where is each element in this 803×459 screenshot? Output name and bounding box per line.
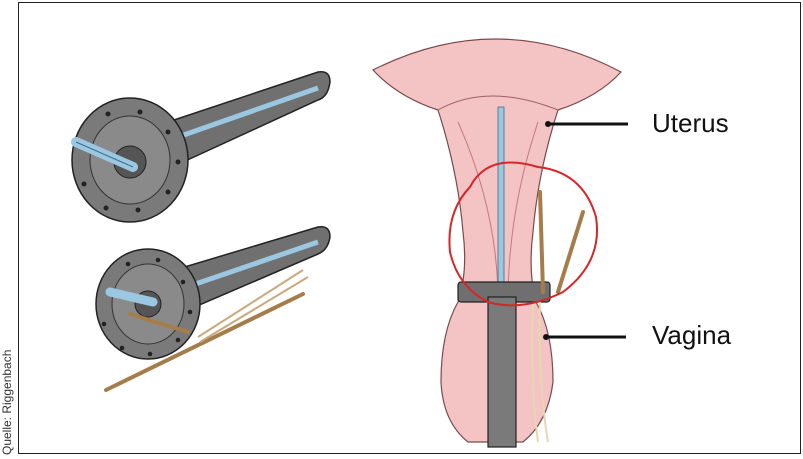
anatomy (373, 39, 621, 447)
source-credit: Quelle: Riggenbach (0, 350, 14, 459)
illustration (18, 2, 801, 454)
uterus-label: Uterus (652, 108, 729, 139)
vagina-label: Vagina (652, 320, 731, 351)
applicator-top (72, 72, 330, 222)
applicator-bottom (96, 227, 330, 390)
